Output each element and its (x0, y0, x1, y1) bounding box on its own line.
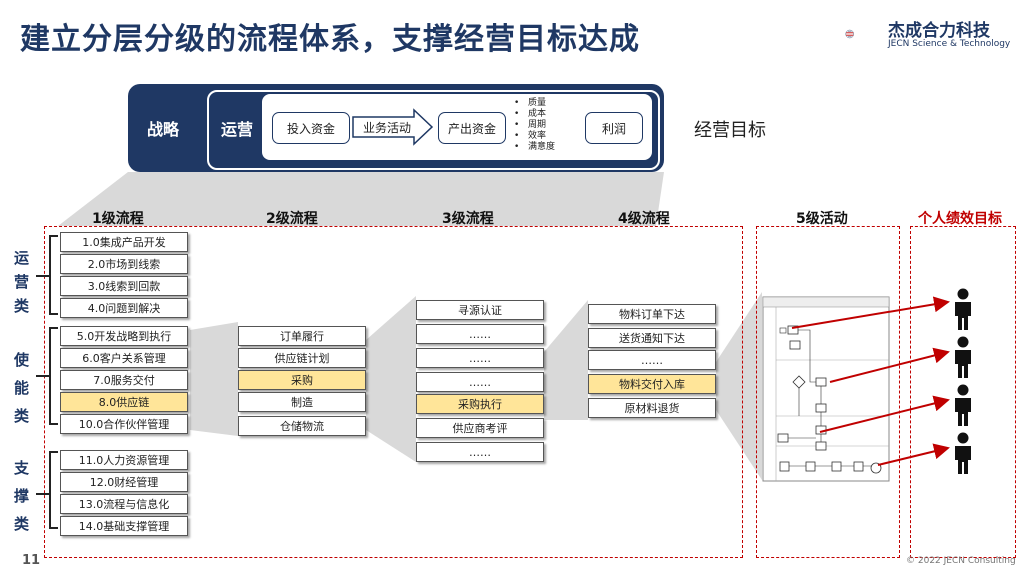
category-char: 使 (14, 351, 30, 369)
l2-item: 制造 (238, 392, 366, 412)
goal-item: 成本 (514, 109, 555, 120)
l3-item-highlighted: 采购执行 (416, 394, 544, 414)
l1-item: 7.0服务交付 (60, 370, 188, 390)
l1-item-highlighted: 8.0供应链 (60, 392, 188, 412)
l1-item: 3.0线索到回款 (60, 276, 188, 296)
l1-item: 12.0财经管理 (60, 472, 188, 492)
category-char: 运 (14, 249, 30, 267)
l4-item: 原材料退货 (588, 398, 716, 418)
level-3-heading: 3级流程 (442, 211, 494, 227)
level-1-heading: 1级流程 (92, 211, 144, 227)
l2-item: 订单履行 (238, 326, 366, 346)
goal-item: 质量 (514, 98, 555, 109)
category-char: 营 (14, 273, 30, 291)
person-icon (955, 336, 971, 378)
l1-item: 14.0基础支撑管理 (60, 516, 188, 536)
l1-item: 11.0人力资源管理 (60, 450, 188, 470)
l4-item: 物料订单下达 (588, 304, 716, 324)
logo-name-en: JECN Science & Technology (888, 39, 1011, 49)
level-2-heading: 2级流程 (266, 211, 318, 227)
l4-item: …… (588, 350, 716, 370)
category-char: 类 (14, 297, 30, 315)
business-goal-label: 经营目标 (694, 120, 766, 141)
l4-item-highlighted: 物料交付入库 (588, 374, 716, 394)
l1-item: 4.0问题到解决 (60, 298, 188, 318)
l3-item: …… (416, 442, 544, 462)
l3-item: 供应商考评 (416, 418, 544, 438)
person-icon (955, 288, 971, 330)
chain-output-funds: 产出资金 (438, 112, 506, 144)
category-char: 能 (14, 379, 30, 397)
process-levels-region (44, 226, 743, 558)
category-char: 支 (14, 459, 30, 477)
page-title: 建立分层分级的流程体系，支撑经营目标达成 (20, 22, 640, 57)
person-icon (955, 432, 971, 474)
l2-item-highlighted: 采购 (238, 370, 366, 390)
l3-item: …… (416, 372, 544, 392)
goal-item: 效率 (514, 131, 555, 142)
l1-item: 13.0流程与信息化 (60, 494, 188, 514)
chain-profit: 利润 (585, 112, 643, 144)
category-operation: 运 营 类 (14, 246, 29, 318)
l2-item: 供应链计划 (238, 348, 366, 368)
level-5-flowchart-thumbnail (762, 296, 890, 482)
company-logo-icon (845, 29, 854, 39)
logo-name-cn: 杰成合力科技 (888, 21, 990, 41)
l3-item: …… (416, 348, 544, 368)
level-4-heading: 4级流程 (618, 211, 670, 227)
personal-goal-region (910, 226, 1016, 558)
level-5-heading: 5级活动 (796, 211, 848, 227)
activity-to-person-arrows (791, 296, 950, 466)
l3-item: …… (416, 324, 544, 344)
l2-item: 仓储物流 (238, 416, 366, 436)
chain-input-funds: 投入资金 (272, 112, 350, 144)
l3-item: 寻源认证 (416, 300, 544, 320)
category-support: 支 撑 类 (14, 454, 29, 538)
chain-arrow-icon (352, 108, 434, 146)
strategy-label: 战略 (146, 120, 179, 139)
l1-item: 6.0客户关系管理 (60, 348, 188, 368)
goal-item: 周期 (514, 120, 555, 131)
copyright-notice: © 2022 JECN Consulting (906, 556, 1016, 566)
l4-item: 送货通知下达 (588, 328, 716, 348)
chain-business-activity: 业务活动 (362, 121, 411, 135)
l1-item: 1.0集成产品开发 (60, 232, 188, 252)
level-5-region (756, 226, 900, 558)
l1-item: 5.0开发战略到执行 (60, 326, 188, 346)
operations-label: 运营 (220, 120, 253, 139)
person-icon (955, 384, 971, 426)
category-brackets (36, 235, 58, 529)
page-number: 11 (22, 553, 41, 568)
goal-item: 满意度 (514, 142, 555, 153)
goal-list: 质量 成本 周期 效率 满意度 (514, 98, 555, 153)
category-enable: 使 能 类 (14, 346, 29, 430)
l1-item: 2.0市场到线索 (60, 254, 188, 274)
personal-goal-heading: 个人绩效目标 (918, 211, 1002, 227)
category-char: 撑 (14, 487, 30, 505)
category-char: 类 (14, 407, 30, 425)
l1-item: 10.0合作伙伴管理 (60, 414, 188, 434)
category-char: 类 (14, 515, 30, 533)
